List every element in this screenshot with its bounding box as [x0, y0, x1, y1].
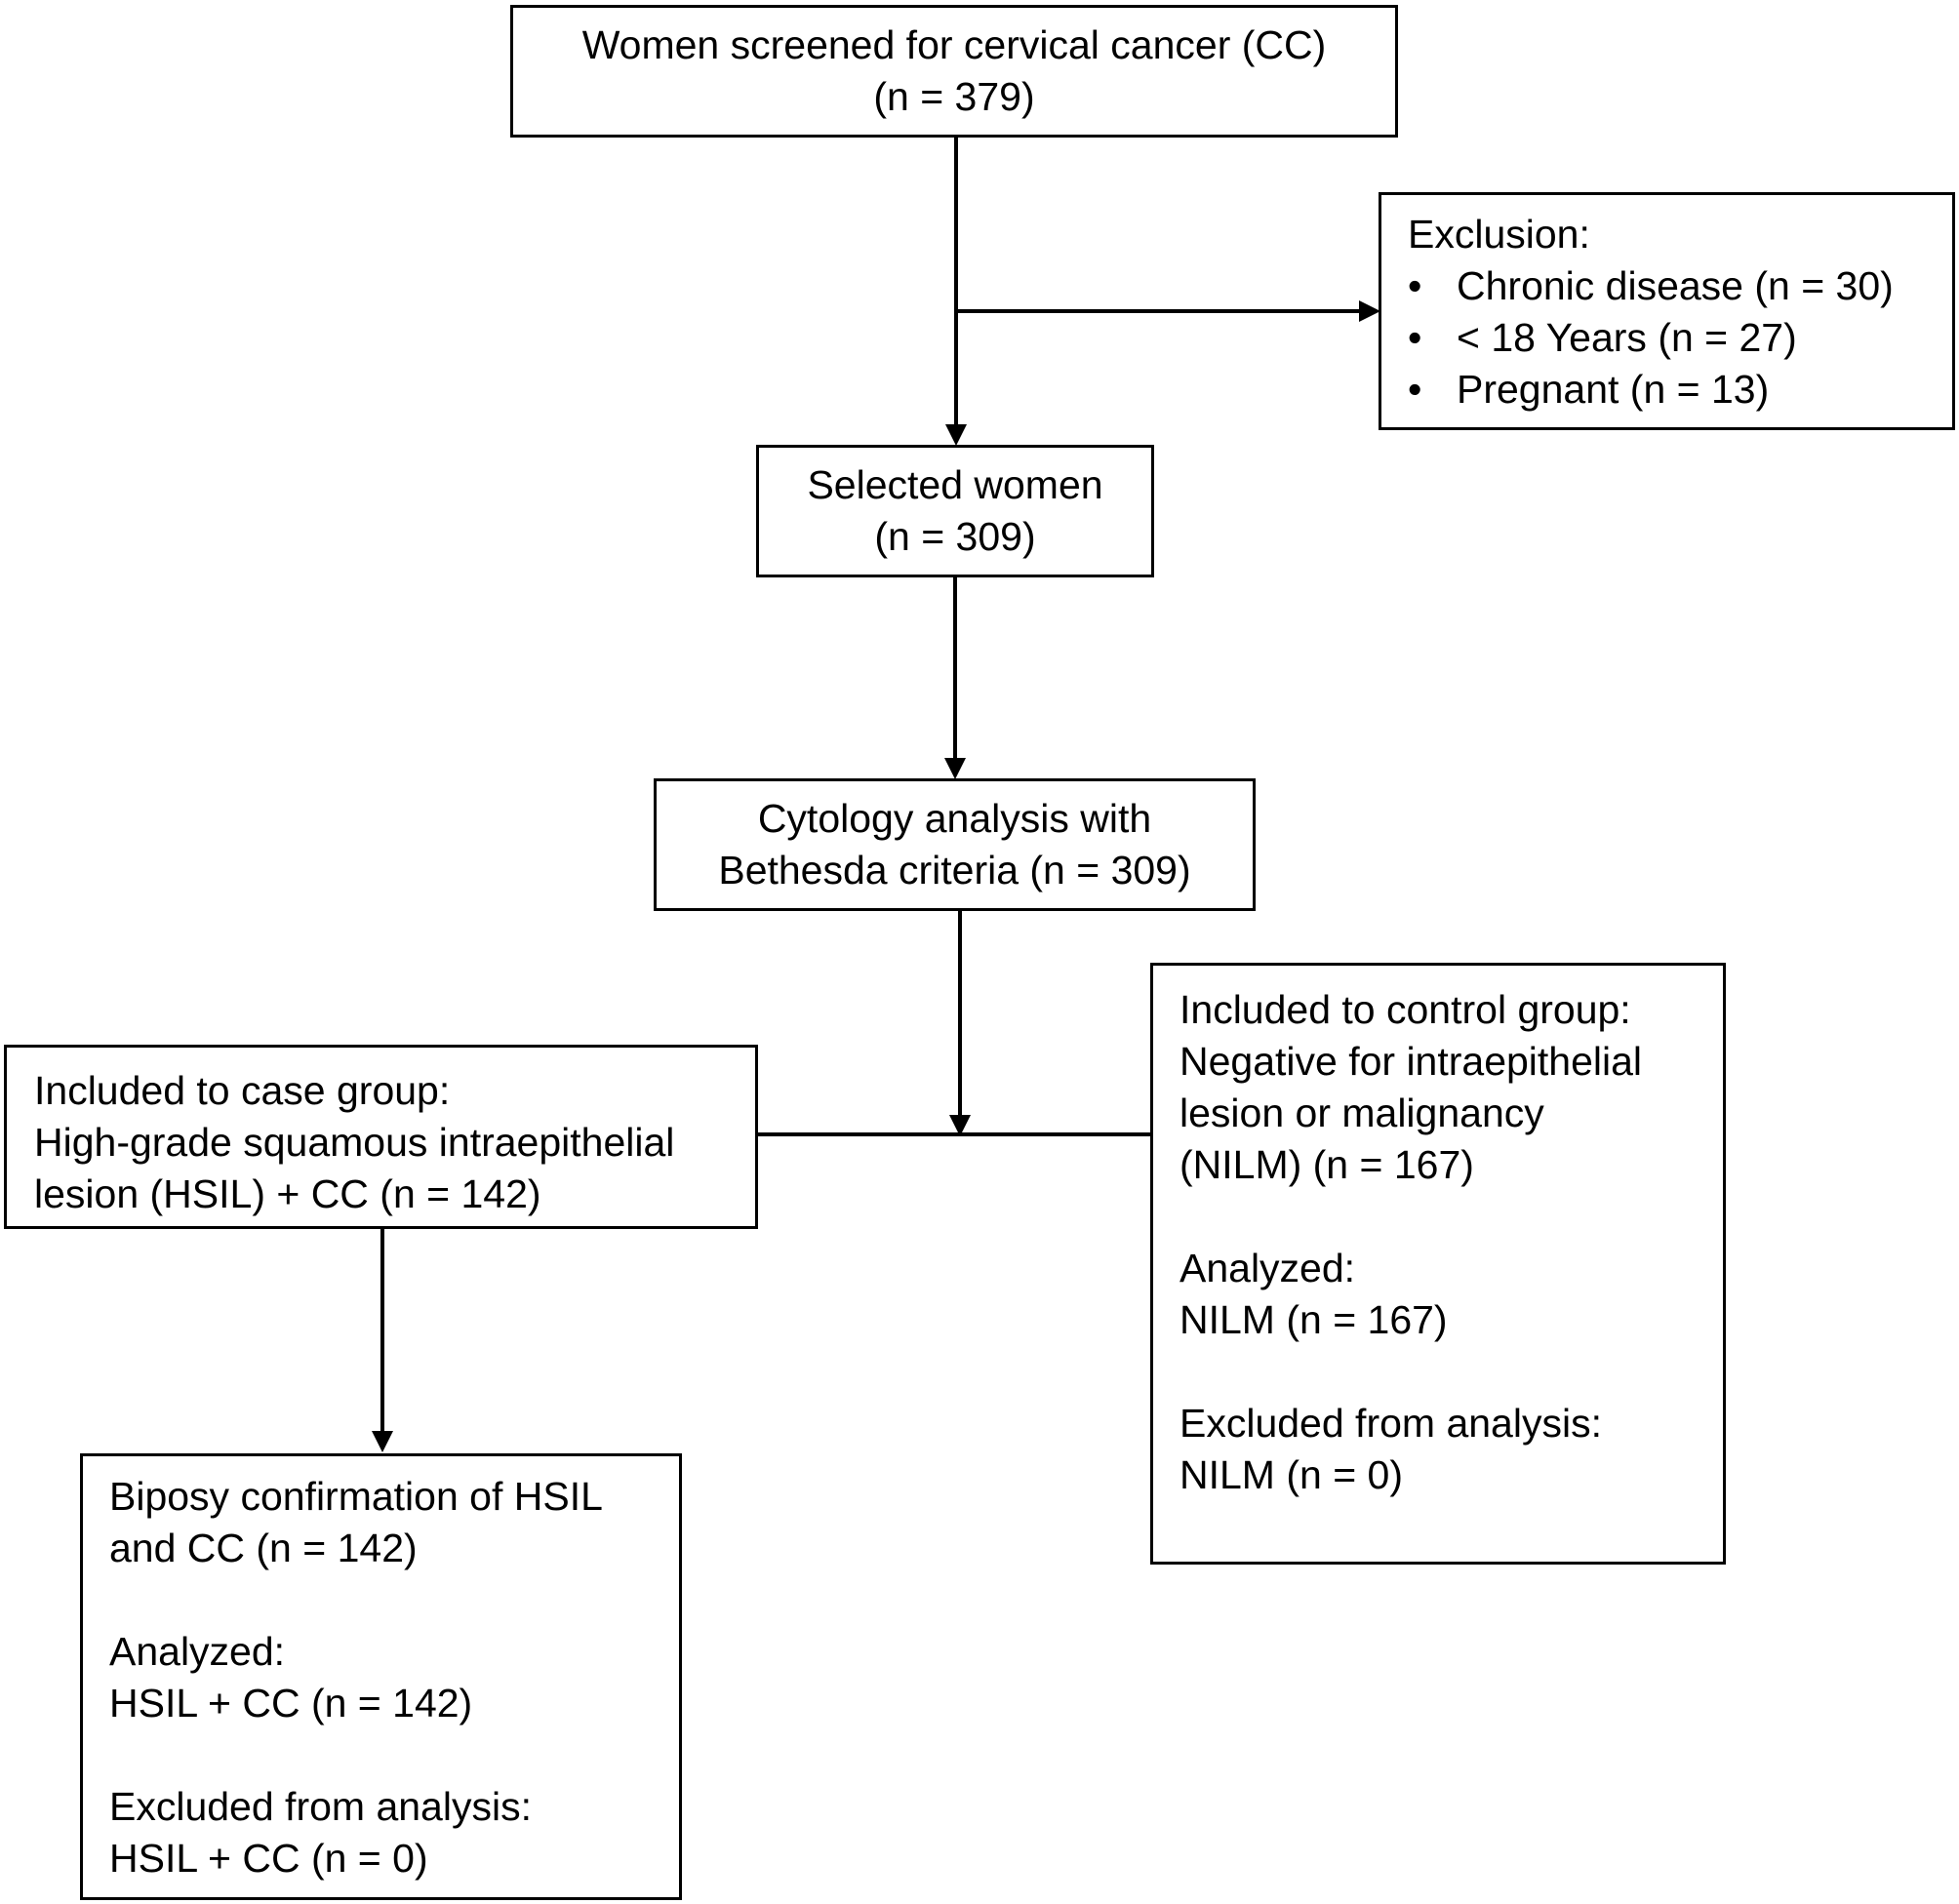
arrowhead-cytology: [944, 758, 966, 779]
control-line-1: Included to control group:: [1179, 987, 1631, 1032]
node-biopsy: Biposy confirmation of HSIL and CC (n = …: [80, 1453, 682, 1900]
selected-line-2: (n = 309): [874, 514, 1036, 559]
cytology-line-1: Cytology analysis with: [757, 796, 1152, 841]
bullet-icon: •: [1408, 263, 1422, 308]
screened-line-1: Women screened for cervical cancer (CC): [581, 22, 1327, 67]
case-line-3: lesion (HSIL) + CC (n = 142): [34, 1171, 541, 1216]
bullet-icon: •: [1408, 315, 1422, 360]
biopsy-excluded-title: Excluded from analysis:: [109, 1784, 532, 1829]
arrowhead-exclusion: [1359, 300, 1380, 322]
arrowhead-biopsy: [372, 1431, 393, 1452]
exclusion-item-1-text: Chronic disease (n = 30): [1457, 263, 1894, 308]
biopsy-analyzed-value: HSIL + CC (n = 142): [109, 1681, 473, 1726]
control-excluded-title: Excluded from analysis:: [1179, 1401, 1602, 1446]
node-case-group: Included to case group: High-grade squam…: [4, 1045, 758, 1229]
biopsy-excluded-value: HSIL + CC (n = 0): [109, 1836, 428, 1881]
exclusion-item-2-text: < 18 Years (n = 27): [1457, 315, 1797, 360]
case-line-1: Included to case group:: [34, 1068, 451, 1113]
exclusion-item-1: • Chronic disease (n = 30): [1408, 260, 1952, 312]
control-analyzed-title: Analyzed:: [1179, 1246, 1356, 1290]
node-selected: Selected women (n = 309): [756, 445, 1154, 577]
screened-line-2: (n = 379): [873, 74, 1035, 119]
exclusion-title: Exclusion:: [1408, 212, 1590, 257]
selected-line-1: Selected women: [807, 462, 1103, 507]
node-screened: Women screened for cervical cancer (CC) …: [510, 5, 1398, 138]
biopsy-line-1: Biposy confirmation of HSIL: [109, 1474, 603, 1519]
cytology-line-2: Bethesda criteria (n = 309): [718, 848, 1191, 892]
exclusion-item-3-text: Pregnant (n = 13): [1457, 367, 1770, 412]
biopsy-analyzed-title: Analyzed:: [109, 1629, 286, 1674]
control-excluded-value: NILM (n = 0): [1179, 1452, 1403, 1497]
exclusion-item-3: • Pregnant (n = 13): [1408, 364, 1952, 416]
case-line-2: High-grade squamous intraepithelial: [34, 1120, 675, 1165]
node-exclusion: Exclusion: • Chronic disease (n = 30) • …: [1379, 192, 1955, 430]
arrowhead-junction: [949, 1115, 971, 1136]
control-analyzed-value: NILM (n = 167): [1179, 1297, 1448, 1342]
control-line-4: (NILM) (n = 167): [1179, 1142, 1474, 1187]
arrowhead-selected: [945, 424, 967, 446]
exclusion-item-2: • < 18 Years (n = 27): [1408, 312, 1952, 364]
control-line-2: Negative for intraepithelial: [1179, 1039, 1643, 1084]
control-line-3: lesion or malignancy: [1179, 1091, 1544, 1135]
node-cytology: Cytology analysis with Bethesda criteria…: [654, 778, 1256, 911]
bullet-icon: •: [1408, 367, 1422, 412]
biopsy-line-2: and CC (n = 142): [109, 1526, 418, 1570]
node-control-group: Included to control group: Negative for …: [1150, 963, 1726, 1565]
